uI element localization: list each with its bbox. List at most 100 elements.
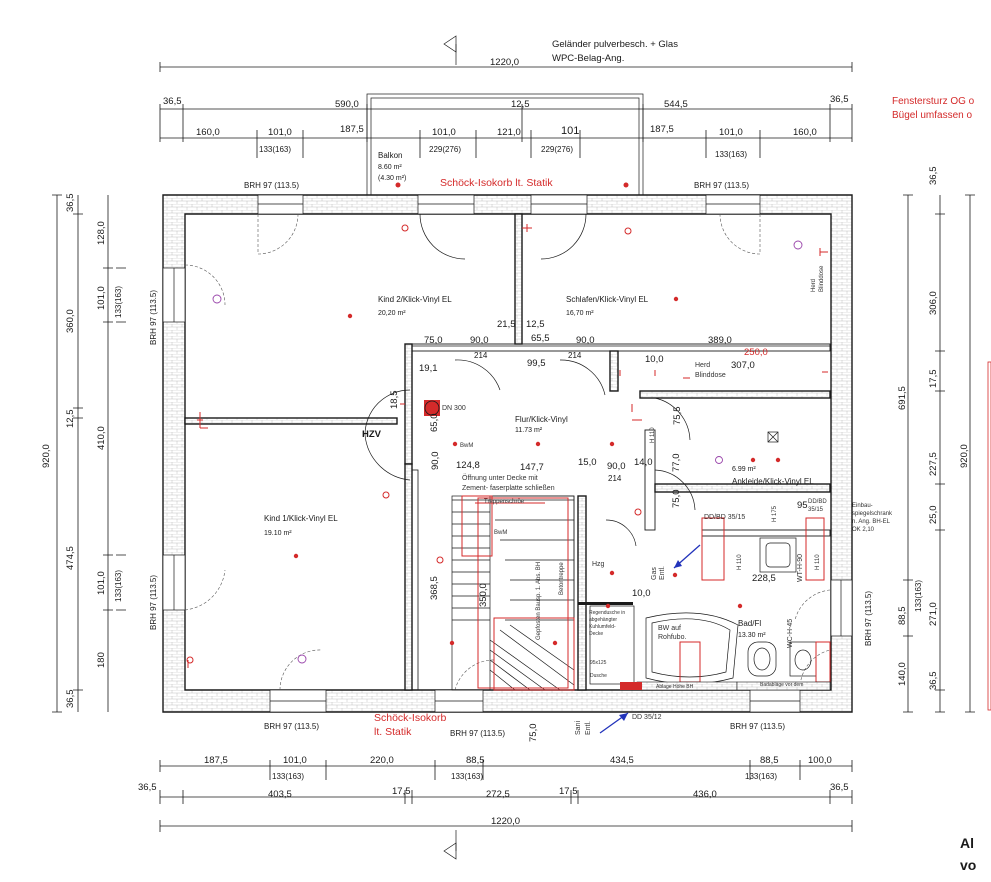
dim-in-d25: 77,0 [671,454,682,473]
hzv-label: HZV [362,429,382,440]
dim-bot-c1: 36,5 [138,782,157,793]
brh-top-left: BRH 97 (113.5) [244,181,299,190]
mirror-note-1: Einbau- [852,503,873,509]
wc-label: WC-H-45 [787,619,794,648]
inner-dimensions: 21,5 12,5 75,0 90,0 65,5 90,0 389,0 250,… [389,319,830,742]
dim-in-d10: 214 [568,351,582,360]
ablage-label: Ablage Höhe BH [656,684,694,690]
dim-bot-c6: 436,0 [693,789,717,800]
dim-bot-c4: 272,5 [486,789,510,800]
bad-name: Bad/Fl [738,619,761,628]
dim-bot-total: 1220,0 [491,816,520,827]
trepp-label: Treppenschröe [484,499,525,505]
dd-bd-small-2: 35/15 [808,507,824,513]
bw-note-2: Rohfubo. [658,634,686,641]
flur-name: Flur/Klick-Vinyl [515,415,568,424]
room-labels: Kind 2/Klick-Vinyl EL 20,20 m² Schlafen/… [264,295,814,639]
dim-in-d4: 90,0 [470,335,489,346]
dim-top-b6: 101 [561,125,579,137]
technical-notes: HZV DN 300 Öffnung unter Decke mit Zemen… [362,265,893,738]
dim-in-d8: 250,0 [744,347,768,358]
dim-in-d1: 21,5 [497,319,516,330]
bottom-note-2: vo [960,857,976,873]
window-glass [173,203,842,702]
dim-right-b1: 306,0 [928,291,939,315]
dim-in-d5: 65,5 [531,333,550,344]
dim-in-d3: 75,0 [424,335,443,346]
dim-top-b3: 187,5 [340,124,364,135]
brh-left-bottom: BRH 97 (113.5) [149,575,158,630]
balcony: Balkon 8.60 m² (4.30 m²) Schöck-Isokorb … [366,93,644,197]
right-dimensions: 691,5 88,5 140,0 133(163) 36,5 306,0 17,… [897,167,991,713]
dim-top-total: 1220,0 [490,57,519,68]
doors [184,213,831,691]
dim-left-a1: 36,5 [65,194,76,213]
brh-bottom-left: BRH 97 (113.5) [264,722,319,731]
sani-label: Sani [575,721,582,735]
outer-walls [162,194,853,713]
stair-type-label: Betontreppe [559,562,565,595]
dd-bd-label: DD/BD 35/15 [704,514,745,521]
dim-top-c4: 133(163) [715,150,747,159]
wt-label: WT-H-90 [797,554,804,582]
north-arrow-bottom [443,830,457,860]
dim-in-d2: 12,5 [526,319,545,330]
herd-label-2: Blinddose [695,372,726,379]
shower-note-2: abgehängter [589,617,617,623]
dim-top-b8: 101,0 [719,127,743,138]
dim-in-d12: 99,5 [527,358,546,369]
hzg-label: Hzg [592,561,605,568]
dim-left-b1: 128,0 [96,221,107,245]
mirror-note-3: n. Ang. BH-EL [852,519,891,525]
railing-note-2: WPC-Belag-Ang. [552,53,624,64]
dim-right-b5: 271,0 [928,602,939,626]
dim-in-d20: 147,7 [520,462,544,473]
opening-note-1: Öffnung unter Decke mit [462,474,538,482]
dim-left-total: 920,0 [41,444,52,468]
ankleide-area: 6.99 m² [732,466,756,473]
dim-in-d13: 10,0 [645,354,664,365]
dim-in-d14: 307,0 [731,360,755,371]
herd-vert-1: Herd [811,279,817,292]
dim-right-total: 920,0 [959,444,970,468]
kind1-name: Kind 1/Klick-Vinyl EL [264,514,338,523]
kind1-area: 19.10 m² [264,530,292,537]
bw-note-1: BW auf [658,625,681,632]
dim-top-a1: 36,5 [163,96,182,107]
dd-bd-small-1: DD/BD [808,499,827,505]
dim-left-c2: 133(163) [114,570,123,602]
h175-label: H 175 [772,505,778,522]
dim-in-d19: 124,8 [456,460,480,471]
brh-bottom-mid: BRH 97 (113.5) [450,729,505,738]
balkon-name: Balkon [378,151,402,160]
gas-entl-label: Entl. [659,566,666,580]
h110-3-label: H 110 [650,427,656,443]
schlafen-area: 16,70 m² [566,310,594,317]
dim-bot-a5: 434,5 [610,755,634,766]
dim-left-b5: 180 [96,652,107,668]
dim-in-d30: 368,5 [429,576,440,600]
dim-top-a4: 544,5 [664,99,688,110]
dim-right-c1: 133(163) [914,580,923,612]
dim-bot-b2: 133(163) [451,772,483,781]
sani-entl-label: Entl. [585,721,592,735]
dim-bot-b1: 133(163) [272,772,304,781]
dim-in-d15: 18,5 [389,391,400,410]
dim-in-d22: 90,0 [607,461,626,472]
schoeck-note-bottom-1: Schöck-Isokorb [374,712,447,724]
balkon-area2: (4.30 m²) [378,175,406,182]
dim-in-d29: 10,0 [632,588,651,599]
brh-top-right: BRH 97 (113.5) [694,181,749,190]
dim-bot-a3: 220,0 [370,755,394,766]
dim-in-d27: 95 [797,500,808,511]
dim-right-b4: 25,0 [928,506,939,525]
pipe-arrows [599,544,701,734]
balkon-area: 8.60 m² [378,164,402,171]
schoeck-note-bottom-2: lt. Statik [374,726,412,738]
dim-top-a5: 36,5 [830,94,849,105]
dim-in-d32: 75,0 [528,724,539,743]
dim-top-b2: 101,0 [268,127,292,138]
dim-in-d16: 65,0 [429,414,440,433]
left-dimensions: 920,0 36,5 360,0 12,5 474,5 36,5 128,0 1… [41,194,126,713]
brh-bottom-right: BRH 97 (113.5) [730,722,785,731]
